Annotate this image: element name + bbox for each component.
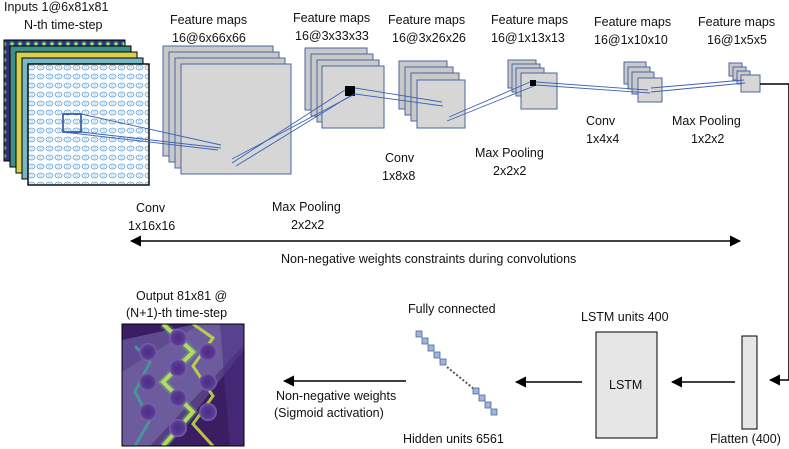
op3-conv-kernel: 1x8x8 [382, 169, 415, 183]
sigmoid-activation-label: (Sigmoid activation) [274, 406, 384, 420]
feature-maps-1 [162, 45, 292, 175]
op5-conv-label: Conv [586, 114, 616, 128]
input-kernel-window [62, 113, 82, 133]
feature-maps-6 [728, 62, 761, 93]
output-heatmap [121, 323, 245, 447]
op1-conv-kernel: 1x16x16 [128, 219, 175, 233]
op2-pool-label: Max Pooling [272, 200, 341, 214]
output-subtitle: (N+1)-th time-step [126, 306, 227, 320]
op6-pool-kernel: 1x2x2 [691, 132, 724, 146]
lstm-box [595, 331, 658, 439]
fm4-title: Feature maps [491, 13, 568, 27]
fm1-title: Feature maps [170, 13, 247, 27]
op3-conv-label: Conv [385, 151, 415, 165]
nonneg-weights-label: Non-negative weights [276, 389, 396, 403]
lstm-box-label: LSTM [609, 378, 642, 392]
output-title: Output 81x81 @ [136, 289, 227, 303]
hidden-units-column [415, 330, 498, 416]
inputs-title: Inputs 1@6x81x81 [4, 0, 108, 14]
fm4-pool-window [530, 80, 536, 86]
fm6-dims: 16@1x5x5 [707, 33, 767, 47]
fm4-dims: 16@1x13x13 [491, 31, 565, 45]
op5-conv-kernel: 1x4x4 [586, 132, 619, 146]
fm5-dims: 16@1x10x10 [594, 33, 668, 47]
fm5-title: Feature maps [594, 15, 671, 29]
fm3-dims: 16@3x26x26 [392, 31, 466, 45]
inputs-subtitle: N-th time-step [24, 18, 103, 32]
op1-conv-label: Conv [136, 201, 166, 215]
fm3-title: Feature maps [388, 13, 465, 27]
hidden-units-label: Hidden units 6561 [403, 432, 504, 446]
lstm-units-label: LSTM units 400 [581, 310, 669, 324]
feature-maps-3 [398, 60, 466, 129]
flatten-feed-arrow [760, 83, 789, 386]
fully-connected-label: Fully connected [408, 302, 496, 316]
constraint-label: Non-negative weights constraints during … [281, 252, 576, 266]
flatten-layer [741, 335, 758, 430]
feature-maps-2 [304, 47, 385, 129]
flatten-label: Flatten (400) [710, 432, 781, 446]
input-stack [3, 39, 150, 186]
fm2-title: Feature maps [293, 11, 370, 25]
op2-pool-kernel: 2x2x2 [291, 218, 324, 232]
fm1-dims: 16@6x66x66 [172, 31, 246, 45]
fm2-dims: 16@3x33x33 [295, 29, 369, 43]
op4-pool-label: Max Pooling [475, 146, 544, 160]
op6-pool-label: Max Pooling [672, 114, 741, 128]
receptive-field-lines [62, 79, 746, 167]
feature-maps-4 [507, 59, 558, 110]
fm6-title: Feature maps [698, 15, 775, 29]
fm2-pool-window [345, 86, 355, 96]
op4-pool-kernel: 2x2x2 [493, 164, 526, 178]
feature-maps-5 [623, 61, 663, 103]
